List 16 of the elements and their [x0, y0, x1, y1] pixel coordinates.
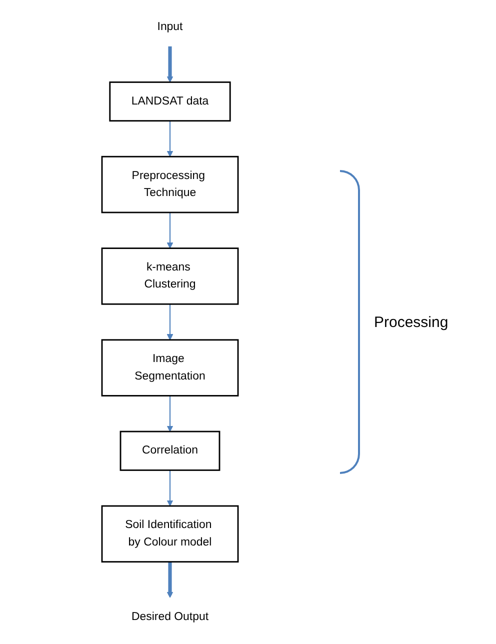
node-box: Preprocessing Technique: [101, 156, 239, 214]
arrow: [166, 396, 174, 432]
arrow: [166, 470, 174, 506]
group-label: Processing: [374, 314, 448, 330]
arrow: [166, 46, 174, 82]
node-box: LANDSAT data: [109, 81, 231, 122]
node-box: k-means Clustering: [101, 248, 239, 305]
arrow: [166, 212, 174, 249]
node-box: Image Segmentation: [101, 339, 239, 396]
arrow: [166, 562, 174, 598]
node-box: Soil Identification by Colour model: [101, 505, 239, 563]
node-box: Correlation: [120, 430, 220, 471]
node-text: Input: [157, 20, 183, 33]
arrow: [166, 120, 174, 157]
node-text: Desired Output: [131, 610, 209, 623]
arrow: [166, 304, 174, 340]
